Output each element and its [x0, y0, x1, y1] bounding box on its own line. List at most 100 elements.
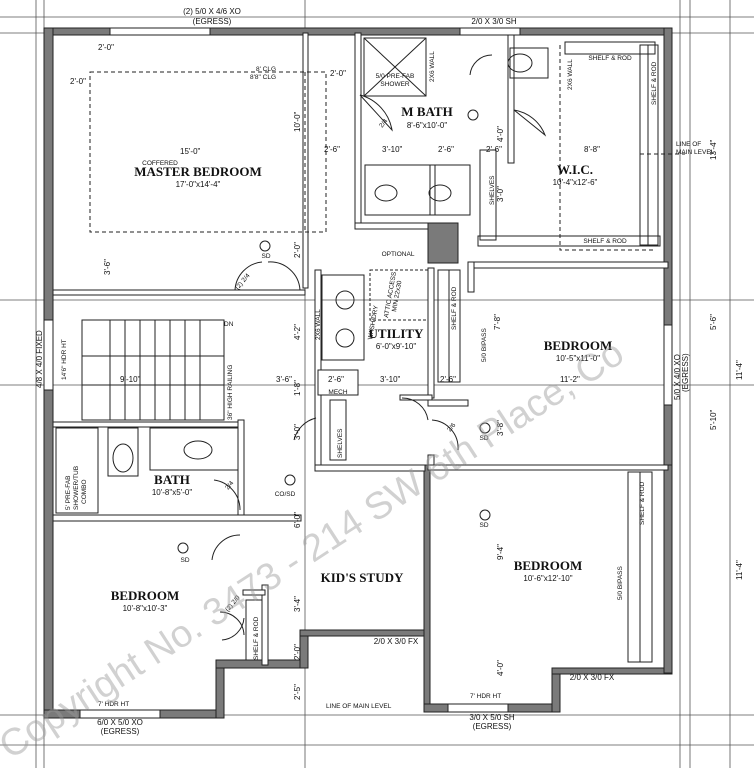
label-mech: MECH	[328, 389, 347, 396]
dim-3: 15'-0"	[180, 147, 201, 156]
label-line-main-level-bottom: LINE OF MAIN LEVEL	[326, 703, 392, 710]
label-sd-4: SD	[180, 557, 189, 564]
dim-4: 10'-0"	[293, 111, 302, 132]
window-top-right: 2/0 X 3/0 SH	[471, 17, 517, 26]
room-utility: UTILITY	[369, 326, 425, 341]
label-hdr-ht-1: 14'6" HDR HT	[61, 339, 68, 380]
label-line-main-level: LINE OF	[676, 141, 701, 148]
label-tub-3: COMBO	[81, 479, 88, 504]
dim-23: 2'-6"	[440, 375, 456, 384]
label-door-24: 2/4	[378, 118, 389, 130]
room-bedroom-lower-right-size: 10'-6"x12'-10"	[523, 574, 572, 583]
door-swings	[211, 54, 547, 641]
dim-12: 3'-0"	[496, 186, 505, 202]
room-kids-study: KID'S STUDY	[321, 570, 404, 585]
room-wic-size: 10'-4"x12'-6"	[553, 178, 598, 187]
label-shelf-rod-right: SHELF & ROD	[651, 61, 658, 105]
dim-14: 3'-6"	[103, 259, 112, 275]
window-bottom-left: 6/0 X 5/0 XO	[97, 718, 143, 727]
room-m-bath-size: 8'-6"x10'-0"	[407, 121, 447, 130]
dim-19: 1'-8"	[293, 380, 302, 396]
staircase	[81, 319, 225, 421]
dim-5: 2'-0"	[330, 69, 346, 78]
window-study-fx: 2/0 X 3/0 FX	[374, 637, 419, 646]
room-bedroom-right: BEDROOM	[544, 338, 613, 353]
label-shelf-rod-top: SHELF & ROD	[588, 55, 632, 62]
dim-28: 3'-8"	[496, 420, 505, 436]
dim-7: 3'-10"	[382, 145, 403, 154]
room-m-bath: M BATH	[401, 104, 452, 119]
dim-34: 2'-0"	[293, 644, 302, 660]
dim-33: 3'-4"	[293, 596, 302, 612]
label-high-railing: 36" HIGH RAILING	[227, 365, 234, 420]
window-top-left: (2) 5/0 X 4/6 XO	[183, 7, 241, 16]
label-shower: 5/0 PRE-FAB	[376, 73, 415, 80]
label-shelf-rod-lower: SHELF & ROD	[639, 481, 646, 525]
room-bedroom-lower-right: BEDROOM	[514, 558, 583, 573]
dim-27: 5'-10"	[709, 409, 718, 430]
dim-10: 4'-0"	[496, 126, 505, 142]
fixtures	[55, 37, 549, 514]
smoke-detectors	[177, 109, 491, 554]
label-shelf-rod-bottom: SHELF & ROD	[583, 238, 627, 245]
window-left-fixed: 4/8 X 4/0 FIXED	[35, 330, 44, 388]
dim-11: 8'-8"	[584, 145, 600, 154]
dim-22: 7'-8"	[493, 314, 502, 330]
interior-walls	[52, 32, 669, 666]
window-bottom-right: 3/0 X 5/0 SH	[469, 713, 515, 722]
dim-16: 4'-2"	[293, 324, 302, 340]
label-optional: OPTIONAL	[382, 251, 415, 258]
dim-25: 5'-6"	[709, 314, 718, 330]
window-labels: (2) 5/0 X 4/6 XO (EGRESS) 2/0 X 3/0 SH 4…	[35, 7, 690, 736]
label-shelf-rod-utility: SHELF & ROD	[451, 286, 458, 330]
dim-31: 9'-4"	[496, 544, 505, 560]
label-wall-2x6-wic: 2X6 WALL	[567, 59, 574, 90]
room-labels: MASTER BEDROOM 17'-0"x14'-4" COFFERED M …	[111, 104, 613, 613]
dim-13: 13'-4"	[709, 139, 718, 160]
label-sd-3: SD	[479, 522, 488, 529]
label-hdr-ht-3: 7' HDR HT	[470, 693, 501, 700]
dimension-labels: 2'-0" 2'-0" 15'-0" 10'-0" 2'-0" 2'-6" 3'…	[70, 43, 744, 700]
label-hdr-ht-2: 7' HDR HT	[98, 701, 129, 708]
room-bedroom-left-size: 10'-8"x10'-3"	[123, 604, 168, 613]
dim-32: 11'-4"	[735, 560, 744, 580]
label-bipass-1: 5/0 BIPASS	[481, 327, 488, 362]
label-shelves-wic: SHELVES	[489, 175, 496, 205]
dim-30: 6'-0"	[293, 512, 302, 528]
label-cosd: CO/SD	[275, 491, 296, 498]
window-marks	[43, 27, 673, 719]
room-master-bedroom-size: 17'-0"x14'-4"	[176, 180, 221, 189]
label-dn: DN	[224, 321, 234, 328]
window-right-egress: 5/0 X 4/0 XO	[673, 354, 682, 400]
label-clg-88: 8'8" CLG	[250, 74, 276, 81]
dim-24: 11'-2"	[560, 375, 580, 384]
label-door-24b: 2/4	[224, 480, 235, 492]
dim-29: 3'-0"	[293, 424, 302, 440]
room-bath-size: 10'-8"x5'-0"	[152, 488, 192, 497]
label-shower2: SHOWER	[380, 81, 410, 88]
dim-1: 2'-0"	[70, 77, 86, 86]
label-line-main-level2: MAIN LEVEL	[676, 149, 715, 156]
dim-18: 3'-6"	[276, 375, 292, 384]
label-door-26: 2/6	[446, 422, 457, 434]
label-bipass-2: 5/0 BIPASS	[617, 565, 624, 600]
annotation-labels: 8' CLG 8'8" CLG 5/0 PRE-FAB SHOWER 2X6 W…	[61, 51, 715, 710]
dim-35: 4'-0"	[496, 660, 505, 676]
room-bedroom-left: BEDROOM	[111, 588, 180, 603]
label-sd-2: SD	[479, 435, 488, 442]
window-bottom-left-egress: (EGRESS)	[101, 727, 140, 736]
room-wic: W.I.C.	[557, 162, 593, 177]
label-shelves-study: SHELVES	[337, 428, 344, 458]
dim-9: 2'-6"	[486, 145, 502, 154]
window-bottom-right-egress: (EGRESS)	[473, 722, 512, 731]
window-top-left-egress: (EGRESS)	[193, 17, 232, 26]
label-tub-1: 5' PRE-FAB	[65, 476, 72, 510]
room-master-bedroom: MASTER BEDROOM	[134, 164, 261, 179]
dim-26: 11'-4"	[735, 360, 744, 380]
label-shelf-rod-left: SHELF & ROD	[253, 616, 260, 660]
closets	[245, 41, 661, 663]
label-wall-2x6-utility: 2X6 WALL	[315, 309, 322, 340]
window-right-egress-sub: (EGRESS)	[681, 353, 690, 392]
dim-8: 2'-6"	[438, 145, 454, 154]
